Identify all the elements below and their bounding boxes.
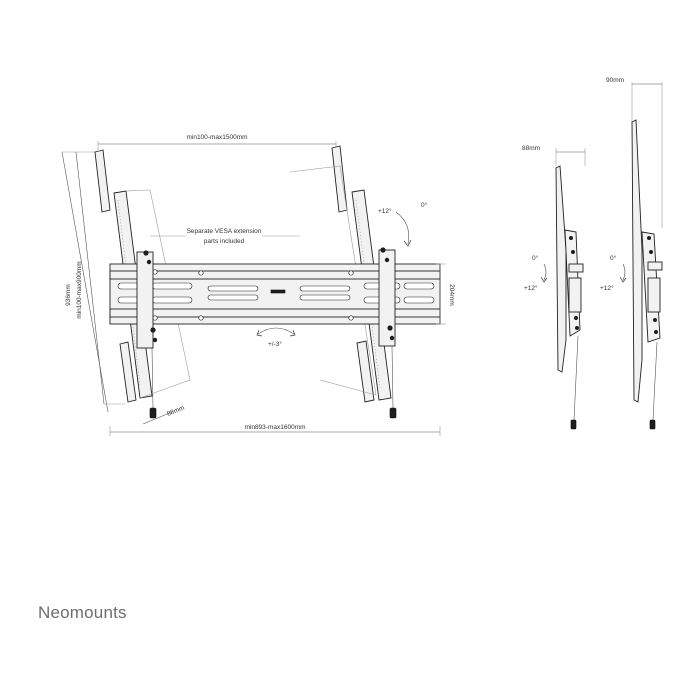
vesa-extension-note-line2: parts included xyxy=(204,238,245,245)
side-view-88: 88mm 0° +12° xyxy=(522,145,586,430)
side88-display-profile xyxy=(555,165,567,373)
depth-label: 88mm xyxy=(166,405,185,418)
side88-tilt-up-label: +12° xyxy=(524,284,538,292)
level-adjust-label: +/-3° xyxy=(268,340,282,348)
vesa-extension-right-bottom xyxy=(356,340,375,403)
brand-name: Neomounts xyxy=(38,603,127,622)
vesa-horizontal-label: min100-max1500mm xyxy=(186,134,247,141)
side88-tilt-arrow-icon xyxy=(543,263,547,281)
side90-tilt-zero-label: 0° xyxy=(610,254,617,262)
tilt-arrow-icon xyxy=(395,211,410,245)
side90-depth-label: 90mm xyxy=(606,77,624,84)
vesa-extension-left-top xyxy=(94,149,111,213)
arm-bracket-right xyxy=(378,249,396,347)
height-total-label: 936mm xyxy=(65,284,72,306)
tilt-up-label: +12° xyxy=(378,207,392,215)
side88-depth-label: 88mm xyxy=(522,145,540,152)
side90-tilt-arrow-icon xyxy=(622,263,626,281)
vesa-extension-right-top xyxy=(331,145,348,213)
plate-height-label: 204mm xyxy=(448,284,455,306)
arm-bracket-left xyxy=(136,251,154,349)
front-view: min100-max1500mm 936mm min100-max900mm xyxy=(61,134,455,436)
tilt-zero-label: 0° xyxy=(421,201,428,209)
vesa-extension-left-bottom xyxy=(119,341,137,403)
side90-display-profile xyxy=(631,119,643,403)
brand-logo-plate xyxy=(270,289,286,294)
vesa-extension-note-line1: Separate VESA extension xyxy=(187,228,262,235)
rail-width-label: min893-max1600mm xyxy=(244,424,305,431)
side-view-90: 90mm 0° +12° xyxy=(600,77,663,430)
side88-tilt-zero-label: 0° xyxy=(532,254,539,262)
side90-tilt-up-label: +12° xyxy=(600,284,614,292)
release-cords xyxy=(149,345,397,419)
level-adjust-arrow-icon xyxy=(257,327,295,335)
height-vesa-label: min100-max900mm xyxy=(76,261,83,318)
